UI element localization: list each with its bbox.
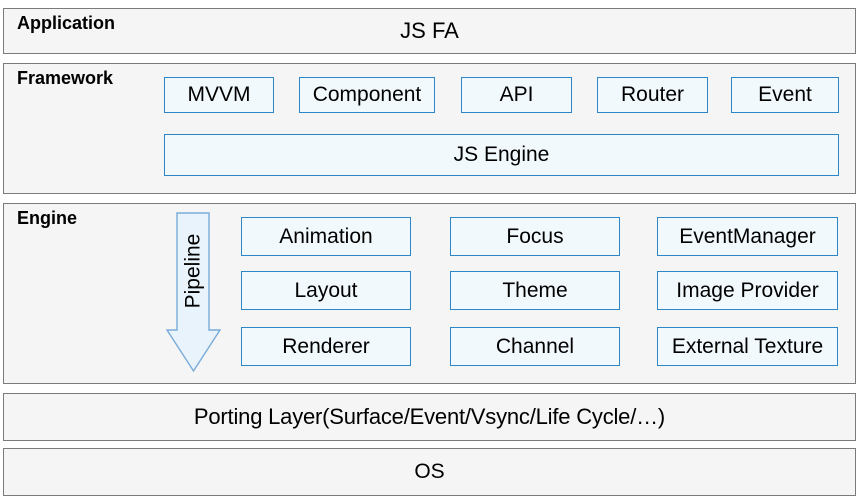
- pipeline-arrow: Pipeline: [166, 212, 221, 373]
- engine-box-eventmanager: EventManager: [657, 217, 838, 256]
- layer-application: JS FA Application: [3, 8, 856, 54]
- down-arrow-icon: [166, 212, 221, 373]
- layer-engine: Engine Pipeline Animation Focus EventMan…: [3, 203, 856, 384]
- porting-layer-label: Porting Layer(Surface/Event/Vsync/Life C…: [193, 404, 666, 429]
- module-box-component: Component: [299, 77, 435, 113]
- engine-box-animation: Animation: [241, 217, 411, 256]
- module-box-router: Router: [597, 77, 708, 113]
- layer-framework: Framework MVVM Component API Router Even…: [3, 63, 856, 194]
- layer-porting: Porting Layer(Surface/Event/Vsync/Life C…: [3, 393, 856, 441]
- module-box-event: Event: [731, 77, 839, 113]
- engine-box-layout: Layout: [241, 271, 411, 310]
- layer-os: OS: [3, 448, 856, 496]
- application-title: JS FA: [400, 18, 459, 43]
- module-box-api: API: [461, 77, 572, 113]
- engine-box-renderer: Renderer: [241, 327, 411, 366]
- os-label: OS: [414, 460, 445, 483]
- engine-box-focus: Focus: [450, 217, 620, 256]
- framework-label: Framework: [17, 68, 114, 88]
- engine-label: Engine: [17, 208, 78, 228]
- engine-box-external-texture: External Texture: [657, 327, 838, 366]
- module-box-mvvm: MVVM: [164, 77, 274, 113]
- engine-box-image-provider: Image Provider: [657, 271, 838, 310]
- engine-box-channel: Channel: [450, 327, 620, 366]
- application-label: Application: [17, 13, 115, 33]
- engine-box-theme: Theme: [450, 271, 620, 310]
- js-engine-box: JS Engine: [164, 134, 839, 176]
- pipeline-arrow-label: Pipeline: [181, 233, 205, 309]
